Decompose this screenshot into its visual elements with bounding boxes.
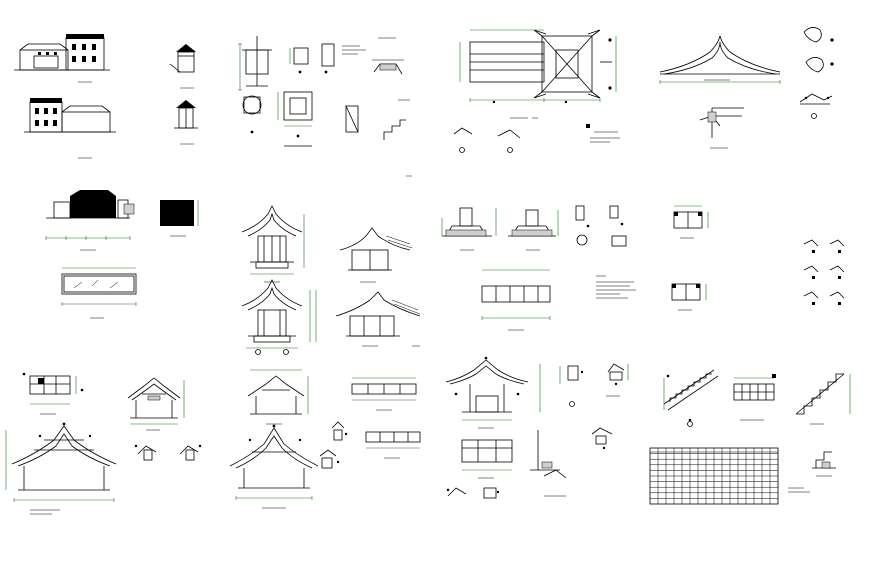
schedule-table — [649, 447, 836, 505]
panel-octagonal-pavilion-sections — [241, 205, 421, 355]
panel-beam-elevations — [351, 377, 421, 459]
panel-gate-roof-sections — [445, 356, 567, 499]
panel-door-sections — [229, 369, 348, 509]
panel-corridor-roof-plan — [453, 29, 620, 153]
panel-small-pavilion-elevations — [169, 44, 198, 145]
panel-detail-plans — [671, 205, 845, 311]
panel-small-details — [559, 363, 629, 450]
panel-stair-sections — [663, 369, 851, 427]
panel-ridge-ornament-details — [799, 27, 834, 119]
panel-roof-ridge-profile — [659, 35, 781, 149]
panel-column-and-stair-details — [238, 36, 412, 177]
panel-hall-sections — [5, 372, 117, 515]
panel-gable-sections — [127, 377, 202, 461]
schedule-table-grid — [650, 448, 778, 504]
panel-wall-elevation-and-plan — [45, 190, 199, 319]
panel-building-elevations — [14, 34, 116, 159]
panel-footing-details — [441, 205, 636, 331]
